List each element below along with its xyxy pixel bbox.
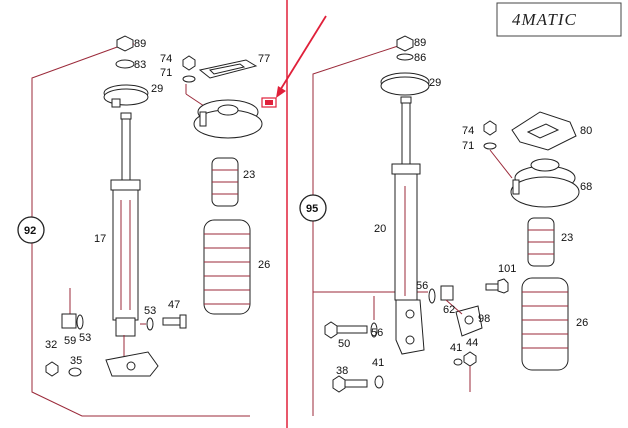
strut-mount-68 — [510, 158, 580, 208]
ref-92: 92 — [24, 225, 36, 237]
bolt-50 — [324, 321, 368, 339]
clamp-29 — [103, 84, 149, 108]
nut-32 — [45, 361, 59, 377]
nut-56-block — [440, 285, 454, 301]
4matic-badge: 4MATIC — [496, 2, 622, 37]
washer-71-right — [483, 142, 497, 150]
nut-74-right — [483, 120, 497, 136]
label-38-right: 38 — [336, 365, 348, 377]
label-23-right: 23 — [561, 232, 573, 244]
label-86-right: 86 — [414, 52, 426, 64]
left-panel: 92 89 83 29 17 74 71 77 23 26 53 47 59 5… — [17, 35, 277, 417]
washer-41a — [453, 358, 463, 366]
bolt-47 — [162, 314, 187, 329]
washer-35 — [68, 367, 82, 377]
label-77-left: 77 — [258, 53, 270, 65]
bump-stop-23-left — [211, 157, 239, 207]
label-26-left: 26 — [258, 259, 270, 271]
label-32-left: 32 — [45, 339, 57, 351]
ref-95: 95 — [306, 203, 318, 215]
nut-74-left — [182, 55, 196, 71]
label-29-right: 29 — [429, 77, 441, 89]
washer-56b — [370, 322, 378, 338]
nut-89 — [116, 35, 134, 52]
label-23-left: 23 — [243, 169, 255, 181]
washer-53b — [76, 314, 84, 330]
label-68-right: 68 — [580, 181, 592, 193]
nut-89-right — [396, 35, 414, 52]
label-29-left: 29 — [151, 83, 163, 95]
strut-mount-left — [193, 99, 263, 139]
label-41a-right: 41 — [450, 342, 462, 354]
shock-absorber-20 — [391, 96, 425, 355]
bump-stop-23-right — [527, 217, 555, 267]
label-20-right: 20 — [374, 223, 386, 235]
label-80-right: 80 — [580, 125, 592, 137]
boot-26-left — [203, 219, 251, 315]
ref-circle-92 — [17, 216, 45, 244]
label-50-right: 50 — [338, 338, 350, 350]
shock-absorber-17 — [110, 112, 141, 337]
washer-53a — [146, 317, 154, 331]
clamp-29-right — [380, 72, 430, 96]
label-89-left: 89 — [134, 38, 146, 50]
label-56a-right: 56 — [416, 280, 428, 292]
bolt-101 — [485, 278, 509, 294]
label-59-left: 59 — [64, 335, 76, 347]
nut-44 — [463, 351, 477, 367]
label-89-right: 89 — [414, 37, 426, 49]
label-17-left: 17 — [94, 233, 106, 245]
highlight-box-icon — [261, 97, 277, 108]
label-71-left: 71 — [160, 67, 172, 79]
label-56b-right: 56 — [371, 327, 383, 339]
label-53b-left: 53 — [79, 332, 91, 344]
bracket-80 — [511, 111, 577, 151]
bracket-bottom — [105, 335, 159, 377]
boot-26-right — [521, 277, 569, 371]
washer-86-right — [396, 53, 414, 61]
washer-83 — [115, 59, 135, 69]
nut-59 — [61, 313, 77, 329]
label-44-right: 44 — [466, 337, 478, 349]
clamp-98 — [455, 305, 483, 337]
label-74-right: 74 — [462, 125, 474, 137]
label-74-left: 74 — [160, 53, 172, 65]
bolt-38 — [332, 375, 368, 393]
washer-41b — [374, 375, 384, 389]
washer-56a — [428, 288, 436, 304]
label-47-left: 47 — [168, 299, 180, 311]
washer-71-left — [182, 75, 196, 83]
label-71-right: 71 — [462, 140, 474, 152]
label-53a-left: 53 — [144, 305, 156, 317]
pad-77 — [198, 59, 258, 79]
label-62-right: 62 — [443, 304, 455, 316]
label-83-left: 83 — [134, 59, 146, 71]
badge-text: 4MATIC — [512, 10, 577, 29]
right-panel: 95 89 86 29 74 71 80 68 20 23 101 56 62 … — [299, 35, 592, 416]
ref-circle-95 — [299, 194, 327, 222]
label-26-right: 26 — [576, 317, 588, 329]
label-35-left: 35 — [70, 355, 82, 367]
label-41b-right: 41 — [372, 357, 384, 369]
label-98-right: 98 — [478, 313, 490, 325]
red-arrow-icon — [276, 15, 327, 98]
label-101-right: 101 — [498, 263, 516, 275]
